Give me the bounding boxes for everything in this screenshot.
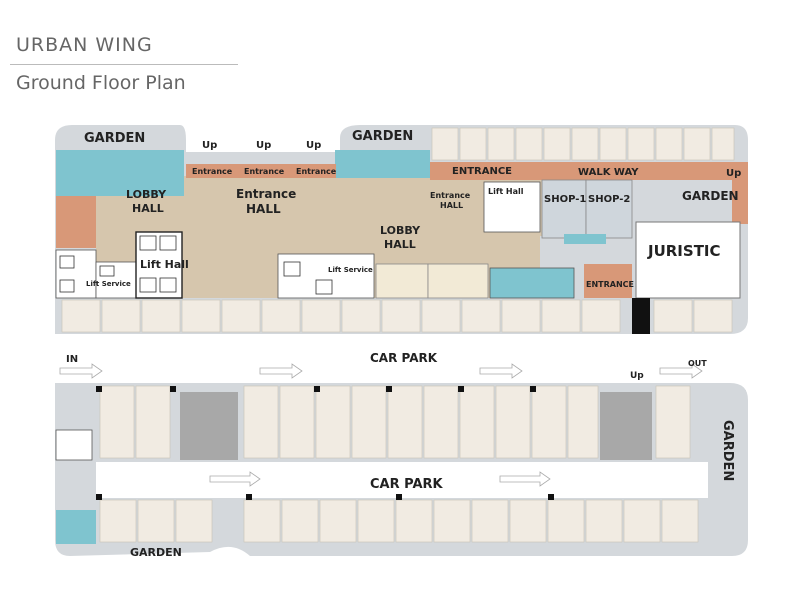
lower-block — [55, 383, 748, 556]
lift-hall-room — [135, 231, 183, 299]
shop-2-room — [585, 179, 633, 239]
lift-shafts — [59, 235, 333, 295]
label-car-park-bottom: CAR PARK — [370, 477, 444, 492]
label-car-park-top: CAR PARK — [370, 351, 438, 365]
juristic-room — [635, 221, 741, 299]
upper-lots — [61, 299, 733, 333]
label-lift-hall-small: Lift Hall — [488, 187, 524, 196]
label-in: IN — [66, 354, 78, 365]
room-b — [427, 263, 489, 299]
top-lots — [431, 127, 735, 161]
ramp-left — [180, 392, 238, 460]
label-garden-vertical: GARDEN — [720, 420, 735, 481]
shop-1-room — [541, 179, 587, 239]
plan-title: URBAN WING — [16, 34, 153, 56]
label-up-1: Up — [202, 140, 217, 151]
ramp-right — [600, 392, 652, 460]
label-garden-bottom: GARDEN — [130, 546, 182, 559]
label-up-ramp: Up — [630, 371, 644, 381]
shop-teal-strip — [564, 234, 606, 244]
lower-driveway — [96, 462, 708, 498]
garden-right-area — [672, 180, 732, 224]
plan-subtitle: Ground Floor Plan — [16, 72, 186, 94]
lower-columns — [96, 386, 554, 500]
label-out: OUT — [688, 359, 707, 368]
label-shop-2: SHOP-2 — [588, 194, 630, 205]
label-entrance-2: Entrance — [244, 167, 285, 176]
black-column — [632, 298, 650, 334]
label-up-3: Up — [306, 140, 321, 151]
entrance-lower-area — [584, 264, 632, 298]
label-up-right: Up — [726, 168, 741, 179]
label-entrance-hall-a: Entrance — [236, 187, 296, 201]
label-entrance-lower: ENTRANCE — [586, 280, 634, 289]
label-lift-service-1: Lift Service — [86, 280, 131, 288]
terracotta-left — [56, 196, 96, 248]
label-lift-service-2: Lift Service — [328, 266, 373, 274]
label-garden-top-mid: GARDEN — [352, 129, 413, 144]
walkway-east — [732, 180, 748, 224]
walkway-strip — [430, 162, 748, 180]
teal-room-left — [56, 150, 184, 196]
label-juristic: JURISTIC — [647, 242, 721, 260]
teal-lift-block — [489, 267, 575, 299]
label-entrance-main: ENTRANCE — [452, 166, 512, 177]
label-lobby-hall-2a: LOBBY — [380, 224, 421, 237]
label-garden-right: GARDEN — [682, 189, 739, 203]
label-entrance-1: Entrance — [192, 167, 233, 176]
upper-block — [55, 125, 748, 334]
room-a — [375, 263, 429, 299]
label-lift-hall: Lift Hall — [140, 258, 189, 271]
label-up-2: Up — [256, 140, 271, 151]
stair-bottom-left — [55, 429, 93, 461]
teal-room-mid — [335, 150, 430, 178]
label-entrance-hall-small-a: Entrance — [430, 191, 471, 200]
label-lobby-hall-2b: HALL — [384, 238, 416, 251]
label-lobby-hall-1b: HALL — [132, 202, 164, 215]
driveway-arrows-bottom — [209, 471, 551, 487]
lower-bottom-lots — [99, 499, 699, 543]
label-shop-1: SHOP-1 — [544, 194, 586, 205]
entrance-strip — [186, 164, 336, 178]
label-walk-way: WALK WAY — [578, 167, 639, 178]
garden-vertical-area — [710, 390, 746, 540]
label-lobby-hall-1a: LOBBY — [126, 188, 167, 201]
stair-left — [55, 249, 97, 299]
lower-top-lots — [99, 385, 691, 459]
label-garden-top-left: GARDEN — [84, 131, 145, 146]
driveway-arrows-top — [59, 363, 703, 379]
label-entrance-hall-small-b: HALL — [440, 201, 463, 210]
lift-service-left-room — [95, 261, 137, 299]
title-divider — [10, 64, 238, 65]
label-entrance-3: Entrance — [296, 167, 337, 176]
teal-room-bottom — [56, 510, 96, 544]
lift-hall-small-room — [483, 181, 541, 233]
label-entrance-hall-b: HALL — [246, 202, 281, 216]
